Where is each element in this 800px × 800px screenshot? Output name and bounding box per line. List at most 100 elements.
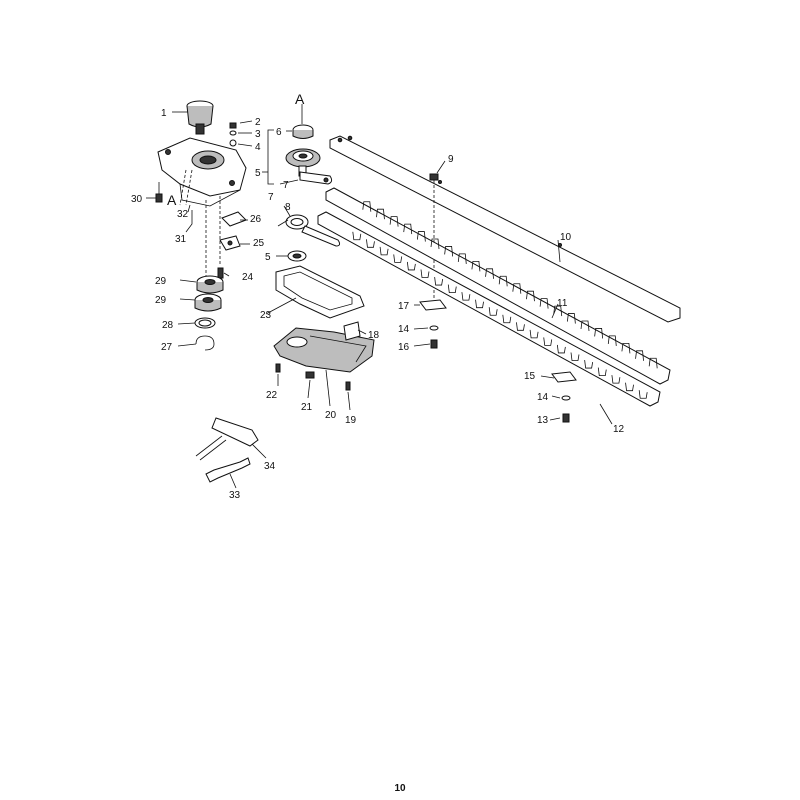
blade-tooth xyxy=(648,357,658,369)
blade-tooth xyxy=(516,322,525,331)
part-5-drive-gear xyxy=(285,148,321,177)
blade-tooth xyxy=(461,292,471,301)
part-5-bearing-lower xyxy=(287,250,307,262)
part-15-spacer xyxy=(551,371,577,383)
blade-teeth xyxy=(352,201,658,399)
part-6-bearing xyxy=(292,124,314,139)
part-12-lower-blade xyxy=(317,211,661,407)
blade-tooth xyxy=(635,350,644,361)
part-24-screw xyxy=(217,267,224,279)
part-10-guide-bar xyxy=(329,135,681,323)
callout-22: 22 xyxy=(266,390,278,401)
part-33-spanner xyxy=(205,457,251,483)
blade-tooth xyxy=(597,367,607,376)
blade-tooth xyxy=(447,284,457,293)
blade-tooth xyxy=(566,313,576,324)
hidden-lines xyxy=(179,169,221,276)
callout-18: 18 xyxy=(368,330,380,341)
part-13-bolt xyxy=(562,413,570,423)
part-14-washer-a xyxy=(429,325,439,331)
part-27-circlip xyxy=(195,335,215,351)
part-25-bracket xyxy=(219,235,241,251)
blade-tooth xyxy=(539,298,549,309)
blade-tooth xyxy=(594,328,604,339)
callout-7-upper: 7 xyxy=(283,180,289,191)
part-11-upper-blade xyxy=(325,187,671,385)
callout-5-lower: 5 xyxy=(265,252,271,263)
callout-29-a: 29 xyxy=(155,276,167,287)
part-8-connecting-rod xyxy=(285,214,341,247)
blade-tooth xyxy=(580,320,590,332)
callout-20: 20 xyxy=(325,410,337,421)
blade-tooth xyxy=(362,201,372,212)
blade-tooth xyxy=(416,231,426,242)
page-number: 10 xyxy=(394,783,406,794)
part-19-screw xyxy=(345,381,351,391)
blade-tooth xyxy=(621,342,631,354)
callout-28: 28 xyxy=(162,320,174,331)
callout-34: 34 xyxy=(264,461,276,472)
callout-2: 2 xyxy=(255,117,261,128)
callout-8: 8 xyxy=(285,202,291,213)
blade-tooth xyxy=(403,223,413,235)
part-17-spacer xyxy=(419,299,447,311)
callout-27: 27 xyxy=(161,342,173,353)
blade-tooth xyxy=(444,246,454,257)
blade-tooth xyxy=(352,231,362,241)
callout-7-lower: 7 xyxy=(268,192,274,203)
section-marker-a-upper: A xyxy=(295,91,305,107)
blade-tooth xyxy=(607,335,617,346)
blade-tooth xyxy=(475,299,484,309)
callout-9: 9 xyxy=(448,154,454,165)
callout-24: 24 xyxy=(242,272,254,283)
blade-tooth xyxy=(430,238,440,250)
callout-19: 19 xyxy=(345,415,357,426)
callout-labels: A A 1 2 3 4 6 5 7 9 10 7 8 26 25 5 24 32… xyxy=(131,91,625,501)
callout-3: 3 xyxy=(255,129,261,140)
blade-tooth xyxy=(584,359,594,369)
part-16-bolt xyxy=(430,339,438,349)
blade-tooth xyxy=(485,268,494,279)
parts-2-3-4-fasteners xyxy=(229,122,237,147)
part-7-crank-arm xyxy=(299,171,333,185)
callout-4: 4 xyxy=(255,142,261,153)
part-34-socket-wrench xyxy=(195,417,259,461)
blade-tooth xyxy=(611,375,621,384)
part-28-washer xyxy=(194,317,216,329)
part-26-plate xyxy=(221,211,247,227)
callout-33: 33 xyxy=(229,490,241,501)
blade-tooth xyxy=(420,269,430,278)
callout-32: 32 xyxy=(177,209,189,220)
blade-tooth xyxy=(553,305,563,317)
leader-lines xyxy=(146,104,613,489)
blade-tooth xyxy=(498,275,508,287)
blade-tooth xyxy=(543,337,553,346)
part-22-screw xyxy=(275,363,281,373)
callout-31: 31 xyxy=(175,234,187,245)
blade-tooth xyxy=(376,208,385,220)
callout-6: 6 xyxy=(276,127,282,138)
part-14-washer-b xyxy=(561,395,571,401)
callout-15: 15 xyxy=(524,371,536,382)
callout-14-a: 14 xyxy=(398,324,410,335)
callout-14-b: 14 xyxy=(537,392,549,403)
part-29-bearing-b xyxy=(194,293,222,312)
callout-16: 16 xyxy=(398,342,410,353)
blade-tooth xyxy=(529,329,539,339)
blade-tooth xyxy=(406,261,416,271)
blade-tooth xyxy=(457,253,467,264)
callout-11: 11 xyxy=(557,298,568,309)
blade-tooth xyxy=(502,314,512,324)
callout-21: 21 xyxy=(301,402,313,413)
callout-1: 1 xyxy=(161,108,167,119)
blade-tooth xyxy=(556,344,566,354)
part-1-cap xyxy=(186,100,214,135)
blade-tooth xyxy=(570,352,580,361)
part-23-gasket xyxy=(275,265,365,319)
part-21-nut xyxy=(305,371,315,379)
blade-tooth xyxy=(379,246,389,256)
callout-12: 12 xyxy=(613,424,625,435)
blade-tooth xyxy=(393,254,403,263)
callout-26: 26 xyxy=(250,214,262,225)
